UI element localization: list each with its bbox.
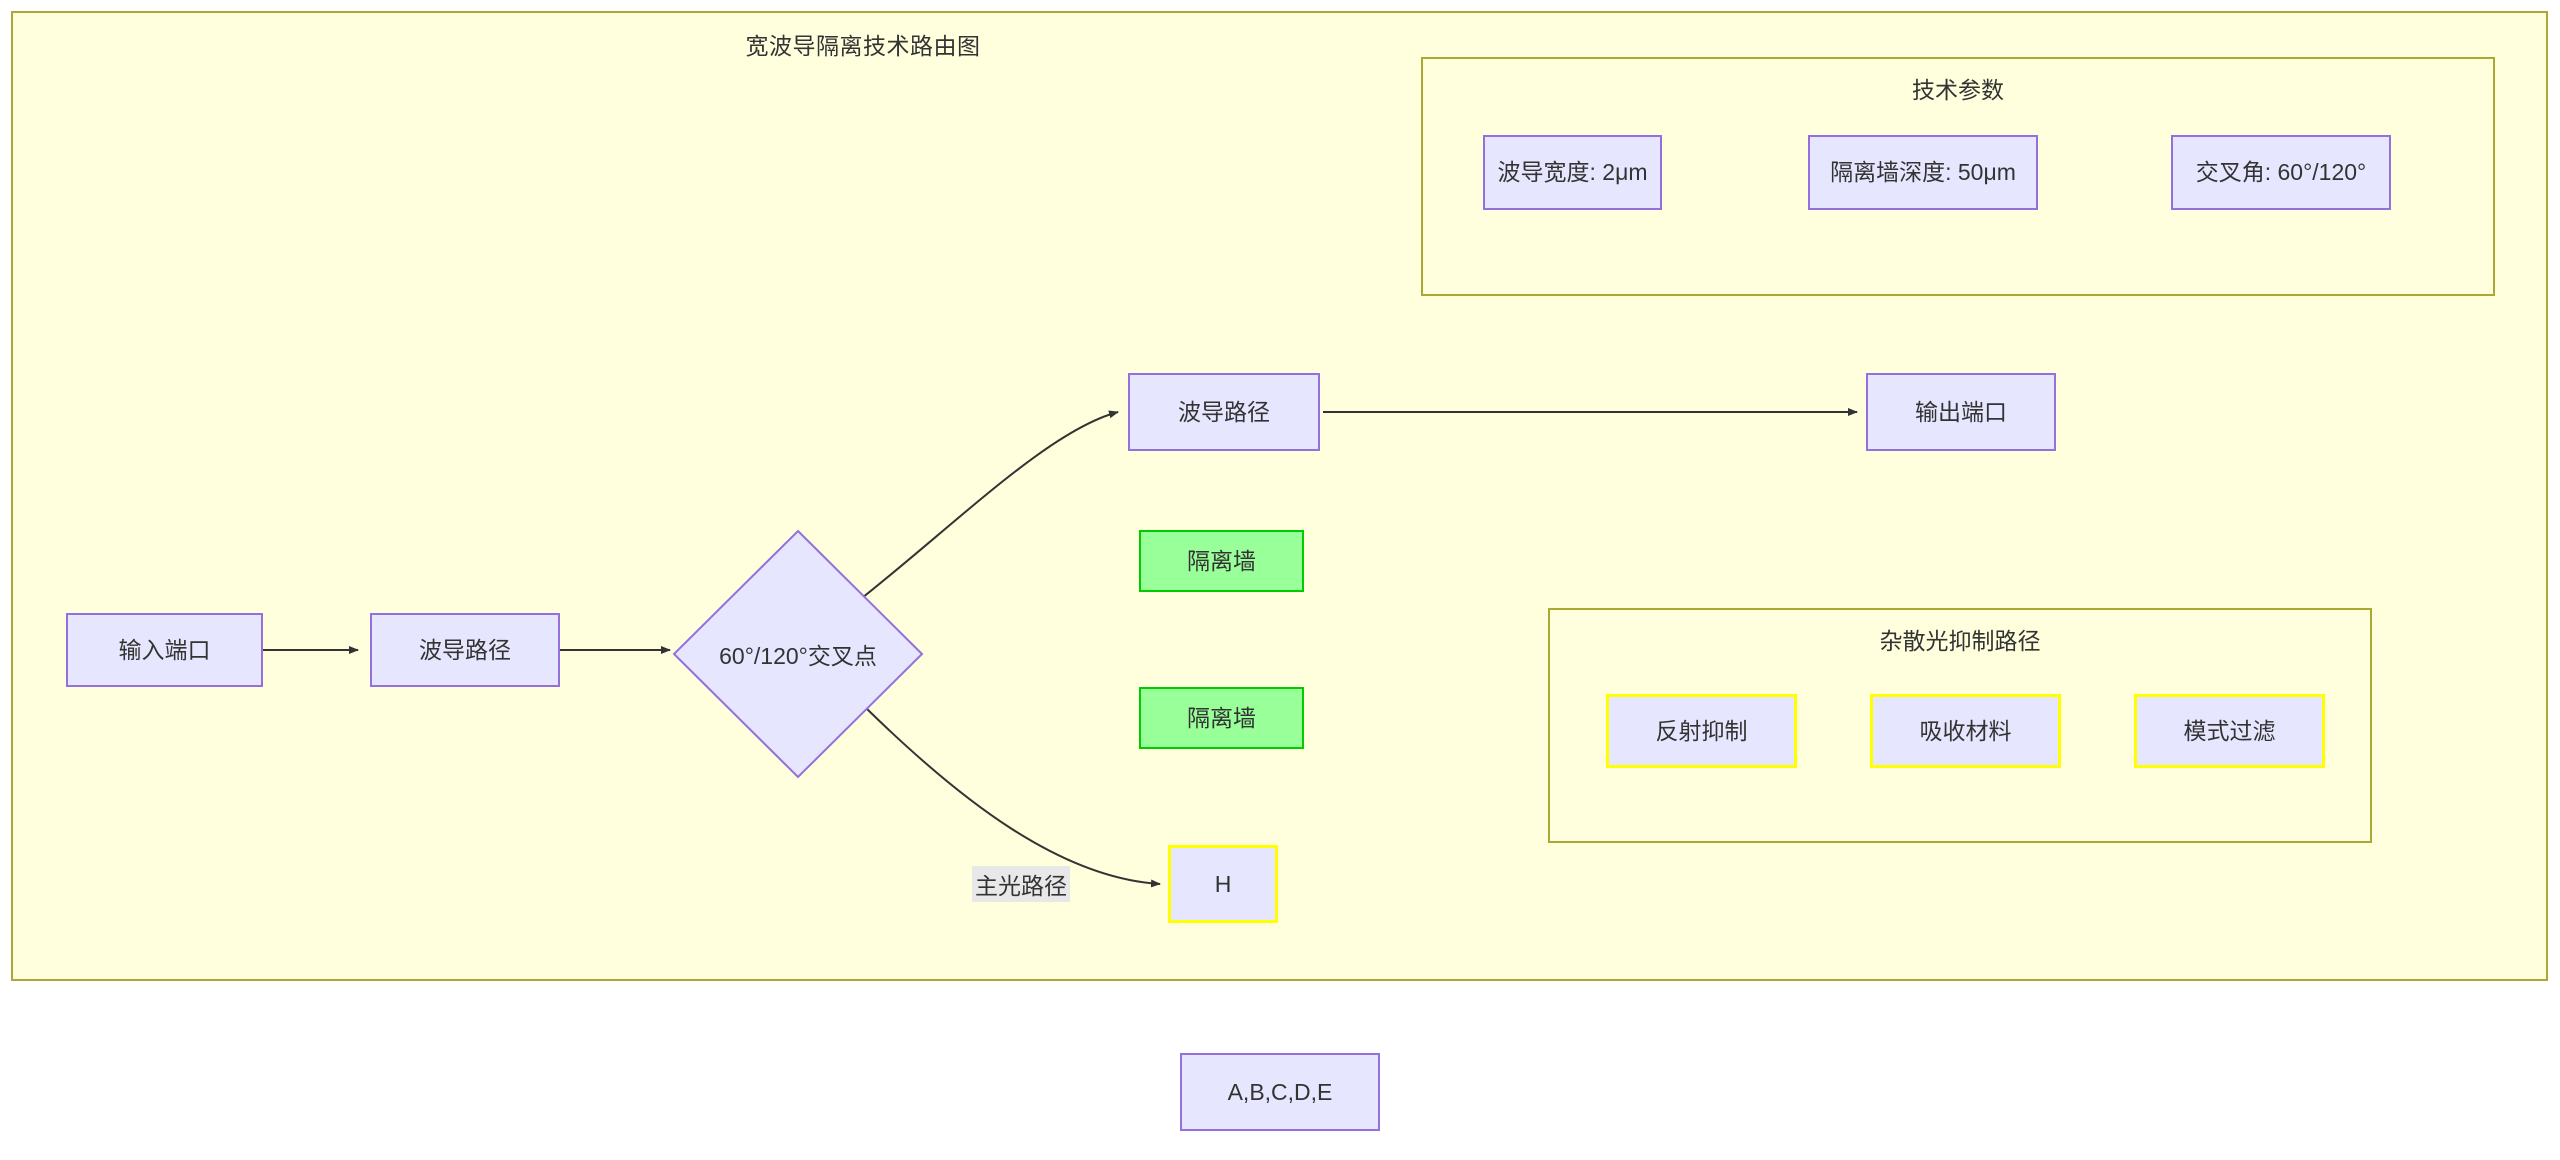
tech-param-waveguide-width-label: 波导宽度: 2μm xyxy=(1497,159,1648,186)
stray-light-group: 杂散光抑制路径 反射抑制 吸收材料 模式过滤 xyxy=(1548,608,2372,843)
node-h-label: H xyxy=(1214,870,1232,897)
node-crossing-point-label: 60°/120°交叉点 xyxy=(719,643,877,669)
node-h[interactable]: H xyxy=(1168,845,1278,923)
stray-light-reflection-suppression[interactable]: 反射抑制 xyxy=(1606,694,1797,768)
stray-light-absorbing-material[interactable]: 吸收材料 xyxy=(1870,694,2061,768)
tech-param-crossing-angle-label: 交叉角: 60°/120° xyxy=(2195,159,2367,186)
tech-param-crossing-angle[interactable]: 交叉角: 60°/120° xyxy=(2171,135,2391,210)
stray-light-mode-filter[interactable]: 模式过滤 xyxy=(2134,694,2325,768)
tech-param-waveguide-width[interactable]: 波导宽度: 2μm xyxy=(1483,135,1662,210)
stray-light-mode-filter-label: 模式过滤 xyxy=(2183,717,2276,744)
tech-param-wall-depth-label: 隔离墙深度: 50μm xyxy=(1830,159,2016,186)
node-output-port-label: 输出端口 xyxy=(1915,398,2007,425)
node-input-port-label: 输入端口 xyxy=(118,636,211,663)
node-waveguide-path-main[interactable]: 波导路径 xyxy=(370,613,560,687)
stray-light-reflection-suppression-label: 反射抑制 xyxy=(1655,717,1748,744)
node-output-port[interactable]: 输出端口 xyxy=(1866,373,2056,451)
node-input-port[interactable]: 输入端口 xyxy=(66,613,263,687)
node-waveguide-path-main-label: 波导路径 xyxy=(419,636,511,663)
tech-params-group: 技术参数 波导宽度: 2μm 隔离墙深度: 50μm 交叉角: 60°/120° xyxy=(1421,57,2495,296)
stray-light-absorbing-material-label: 吸收材料 xyxy=(1919,717,2012,744)
node-waveguide-path-upper[interactable]: 波导路径 xyxy=(1128,373,1320,451)
diagram-title: 宽波导隔离技术路由图 xyxy=(745,33,981,59)
node-isolation-wall-1[interactable]: 隔离墙 xyxy=(1139,530,1304,592)
tech-param-wall-depth[interactable]: 隔离墙深度: 50μm xyxy=(1808,135,2038,210)
node-legend-abcde[interactable]: A,B,C,D,E xyxy=(1180,1053,1380,1131)
node-isolation-wall-2[interactable]: 隔离墙 xyxy=(1139,687,1304,749)
node-crossing-point[interactable]: 60°/120°交叉点 xyxy=(672,529,924,779)
node-isolation-wall-2-label: 隔离墙 xyxy=(1187,704,1256,731)
node-isolation-wall-1-label: 隔离墙 xyxy=(1187,547,1256,574)
edge-label-main-optical-path: 主光路径 xyxy=(972,866,1070,902)
node-legend-abcde-label: A,B,C,D,E xyxy=(1227,1078,1333,1105)
diamond-shape xyxy=(672,529,924,779)
node-waveguide-path-upper-label: 波导路径 xyxy=(1178,398,1270,425)
stray-light-title: 杂散光抑制路径 xyxy=(1879,628,2041,654)
tech-params-title: 技术参数 xyxy=(1912,77,2004,103)
